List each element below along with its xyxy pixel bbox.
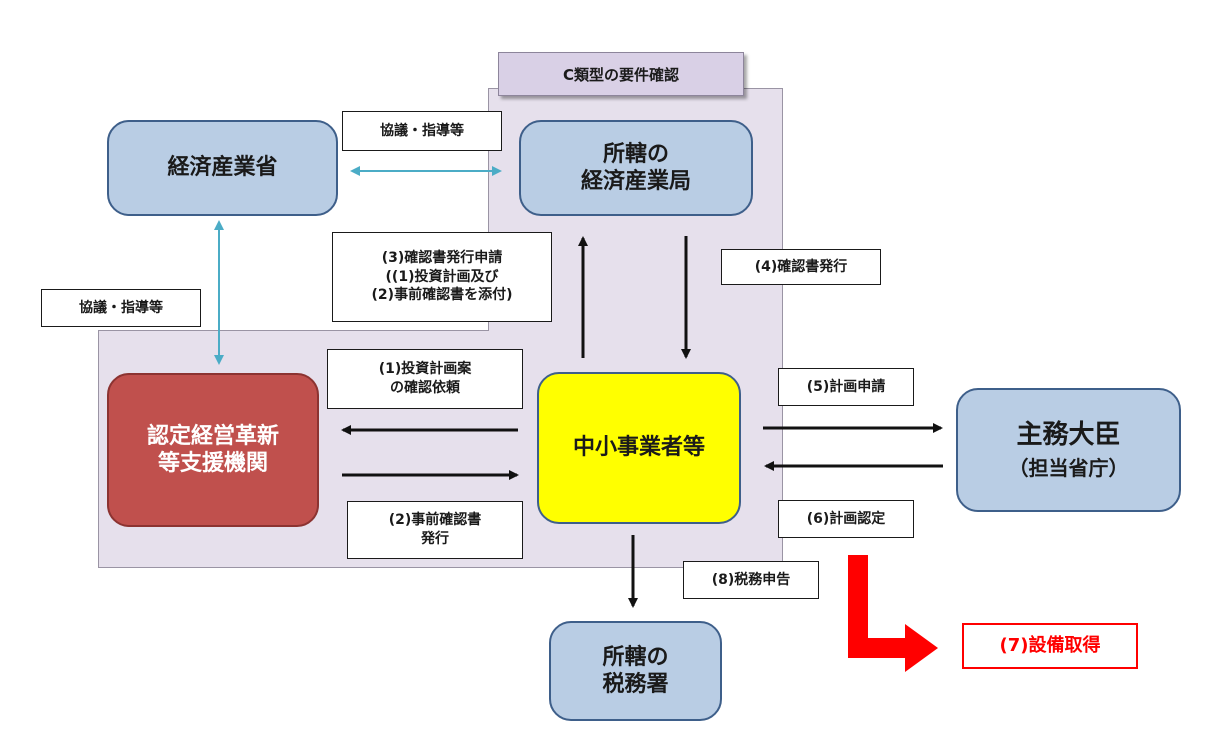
support-org-label: 認定経営革新 等支援機関 (146, 423, 279, 477)
support-org-box: 認定経営革新 等支援機関 (107, 373, 319, 527)
tax-office-box: 所轄の 税務署 (549, 621, 722, 721)
consult-label-top: 協議・指導等 (342, 111, 502, 151)
requirement-region-header: C類型の要件確認 (498, 52, 744, 96)
step8-label: (8)税務申告 (683, 561, 819, 599)
consult-label-left: 協議・指導等 (41, 289, 201, 327)
meti-box: 経済産業省 (107, 120, 338, 216)
minister-box: 主務大臣 （担当省庁） (956, 388, 1181, 512)
step6-label: (6)計画認定 (778, 500, 914, 538)
equipment-acquisition-arrow (848, 555, 938, 672)
step7-label: (7)設備取得 (962, 623, 1138, 669)
regional-bureau-label: 所轄の 経済産業局 (580, 141, 691, 195)
step3-label: (3)確認書発行申請 ((1)投資計画及び (2)事前確認書を添付) (332, 232, 552, 322)
meti-label: 経済産業省 (167, 155, 278, 181)
tax-office-label: 所轄の 税務署 (602, 644, 669, 698)
step1-label: (1)投資計画案 の確認依頼 (327, 349, 523, 409)
region-gap-cover (489, 328, 782, 332)
regional-bureau-box: 所轄の 経済産業局 (519, 120, 753, 216)
step5-label: (5)計画申請 (778, 368, 914, 406)
sme-box: 中小事業者等 (537, 372, 741, 524)
minister-subtitle: （担当省庁） (1008, 455, 1129, 480)
step2-label: (2)事前確認書 発行 (347, 501, 523, 559)
sme-label: 中小事業者等 (572, 435, 705, 461)
step4-label: (4)確認書発行 (721, 249, 881, 285)
minister-title: 主務大臣 (1016, 420, 1121, 451)
